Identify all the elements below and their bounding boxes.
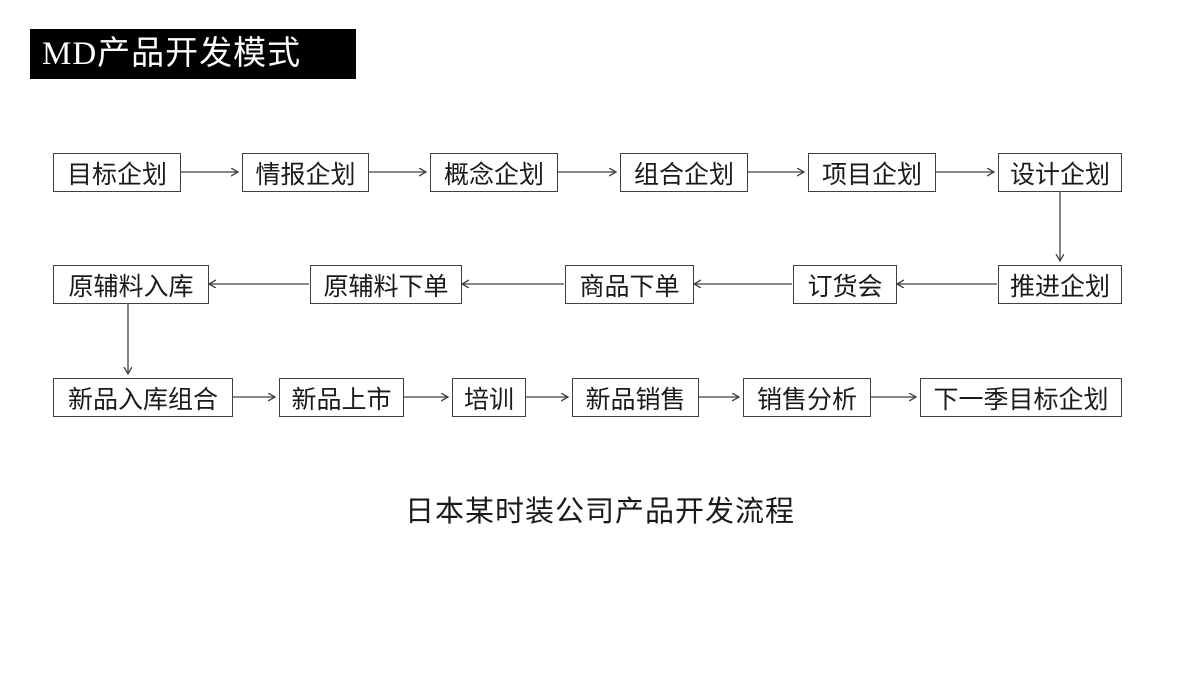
node-project-planning: 项目企划	[808, 153, 936, 192]
caption: 日本某时装公司产品开发流程	[404, 496, 795, 528]
node-design-planning: 设计企划	[998, 153, 1122, 192]
node-target-planning: 目标企划	[53, 153, 181, 192]
node-new-product-launch: 新品上市	[279, 378, 404, 417]
node-new-product-inbound-assortment: 新品入库组合	[53, 378, 233, 417]
node-order-fair: 订货会	[793, 265, 897, 304]
node-assortment-planning: 组合企划	[620, 153, 748, 192]
node-new-product-sales: 新品销售	[572, 378, 699, 417]
node-merchandise-order: 商品下单	[565, 265, 694, 304]
slide-title: MD产品开发模式	[30, 29, 356, 79]
node-concept-planning: 概念企划	[430, 153, 558, 192]
node-intelligence-planning: 情报企划	[242, 153, 369, 192]
node-materials-warehousing: 原辅料入库	[53, 265, 209, 304]
node-next-season-target-planning: 下一季目标企划	[920, 378, 1122, 417]
node-sales-analysis: 销售分析	[743, 378, 871, 417]
node-training: 培训	[452, 378, 526, 417]
node-materials-order: 原辅料下单	[310, 265, 462, 304]
node-promotion-planning: 推进企划	[998, 265, 1122, 304]
